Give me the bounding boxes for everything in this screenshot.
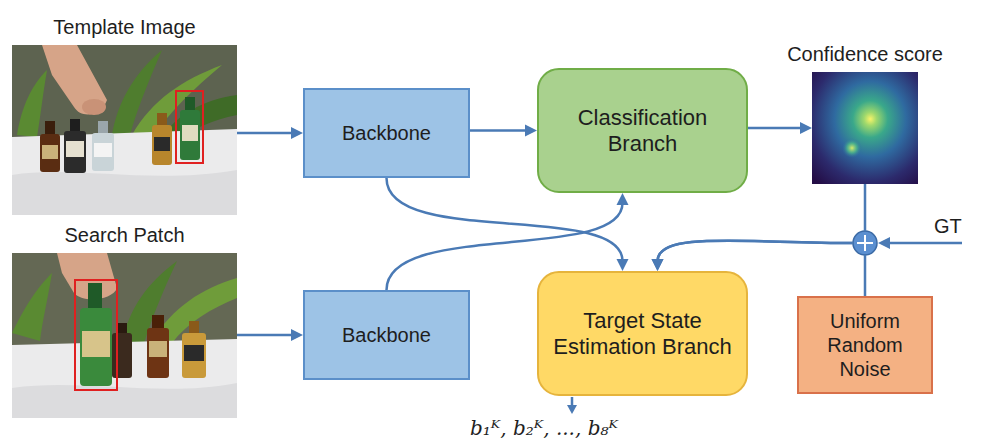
box-text: Target State Estimation Branch: [551, 308, 734, 360]
flow-line: [748, 127, 802, 130]
arrow-head: [617, 193, 629, 205]
template-photo: [12, 45, 237, 215]
search-patch: Search Patch: [12, 222, 237, 418]
confidence-heatmap: [812, 72, 918, 184]
arrow-head: [652, 259, 664, 271]
flow-line: [237, 132, 293, 135]
output-boxes: b₁ᴷ, b₂ᴷ, ..., b₈ᴷ: [470, 416, 618, 440]
flow-arrow: [237, 329, 303, 341]
image-heading: Template Image: [53, 14, 195, 40]
template-image: Template Image: [12, 14, 237, 215]
flow-line: [470, 129, 527, 132]
arrow-head: [617, 259, 629, 271]
image-heading: Confidence score: [787, 41, 943, 67]
arrow-head: [291, 329, 303, 341]
flow-line: [237, 334, 293, 337]
box-text: Classification Branch: [551, 105, 734, 157]
box-text: Backbone: [342, 323, 431, 347]
flow-arrow: [652, 184, 866, 271]
classification-box: Classification Branch: [537, 68, 748, 193]
noise-box: Uniform Random Noise: [797, 296, 933, 394]
arrow-head: [525, 125, 537, 137]
arrow-head: [291, 127, 303, 139]
backbone-box: Backbone: [303, 290, 470, 380]
box-text: Uniform Random Noise: [811, 309, 919, 381]
flow-line: [658, 184, 866, 261]
image-heading: Search Patch: [64, 222, 184, 248]
arrow-head: [800, 122, 812, 134]
backbone-box: Backbone: [303, 88, 470, 178]
flow-arrow: [748, 122, 812, 134]
arrow-head: [652, 259, 664, 271]
search-photo: [12, 253, 237, 418]
flow-arrow: [470, 125, 537, 137]
gt-label: GT: [934, 214, 962, 238]
flow-arrow: [237, 127, 303, 139]
confidence-map: Confidence score: [775, 41, 955, 184]
estimation-box: Target State Estimation Branch: [537, 271, 748, 396]
box-text: Backbone: [342, 121, 431, 145]
